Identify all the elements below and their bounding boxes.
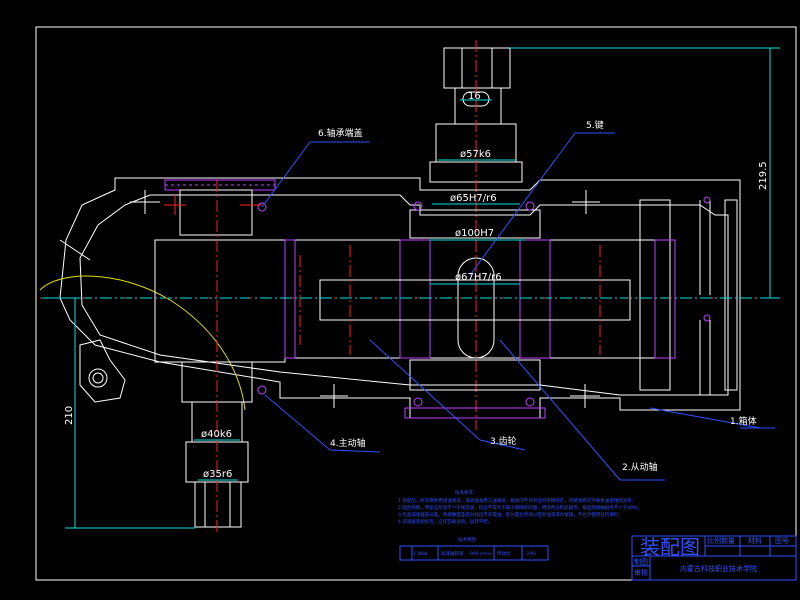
tb-drawn-by: 制图 [634, 557, 648, 566]
label-driven-shaft: 2.从动轴 [622, 461, 658, 473]
label-drive-shaft: 4.主动轴 [330, 437, 366, 449]
dim-input-shaft: ø40k6 [201, 429, 232, 440]
dim-gear-hub: ø67H7/r6 [455, 272, 502, 283]
gear [40, 201, 780, 419]
notes-line-2: 2.啮合侧隙，用铅丝检验不小于规定值，铅丝不得大于最小侧隙的四倍；用涂色法检验斑… [398, 504, 642, 511]
output-shaft [429, 40, 523, 430]
spec-cell-speed: 960 r/min [470, 551, 492, 557]
notes-line-1: 1.装配前，所有零件用煤油清洗，滚动轴承用汽油清洗，箱体内不许有任何杂物存在，内… [398, 497, 636, 504]
dim-shaft-top: ø57k6 [460, 149, 491, 160]
spec-cell-ratio-label: 传动比 [497, 550, 511, 557]
leader-lines [261, 132, 775, 481]
label-bearing-cover: 6.轴承端盖 [318, 127, 363, 139]
spec-title: 技术特性 [458, 536, 476, 543]
tb-scale-qty: 比例数量 [707, 536, 735, 545]
label-housing: 1.箱体 [730, 415, 757, 427]
dim-bearing-top: ø65H7/r6 [450, 193, 497, 204]
notes-line-4: 4.减速器装配好后，应作空载试验，运转平稳。 [398, 518, 492, 525]
technical-notes: 技术要求 1.装配前，所有零件用煤油清洗，滚动轴承用汽油清洗，箱体内不许有任何杂… [398, 489, 642, 525]
dim-height-right: 219.5 [758, 161, 769, 190]
tb-drawing-no: 图号 [775, 537, 789, 545]
title-big: 装配图 [640, 535, 700, 559]
dim-bore: ø100H7 [455, 228, 494, 239]
notes-title: 技术要求 [455, 489, 473, 496]
spec-cell-power: 1.5KW [413, 551, 428, 557]
spec-cell-ratio: 3.95 [526, 551, 536, 557]
tb-checked-by: 审核 [634, 568, 648, 577]
tb-school: 内蒙古科技职业技术学院 [680, 564, 757, 573]
spec-table: 技术特性 1.5KW 高速轴转速 960 r/min 传动比 3.95 [399, 536, 549, 561]
left-housing-end [39, 239, 246, 411]
dim-input-end: ø35r6 [203, 469, 232, 480]
spec-cell-speed-label: 高速轴转速 [441, 550, 464, 557]
dim-key-width: 16 [468, 91, 481, 102]
title-block: 装配图 比例数量 材料 图号 制图 审核 内蒙古科技职业技术学院 [631, 535, 797, 581]
label-key: 5.键 [586, 119, 604, 131]
notes-line-3: 3.检查减速器剖分面，各接触面及密封处均不许漏油；剖分面允许涂以密封油漆或水玻璃… [398, 511, 623, 518]
dimension-lines [50, 47, 780, 529]
dim-height-left: 210 [64, 406, 75, 425]
drawing-frame [35, 26, 797, 581]
tb-material: 材料 [748, 536, 762, 545]
label-gear: 3.齿轮 [490, 435, 517, 447]
input-shaft [154, 180, 286, 535]
